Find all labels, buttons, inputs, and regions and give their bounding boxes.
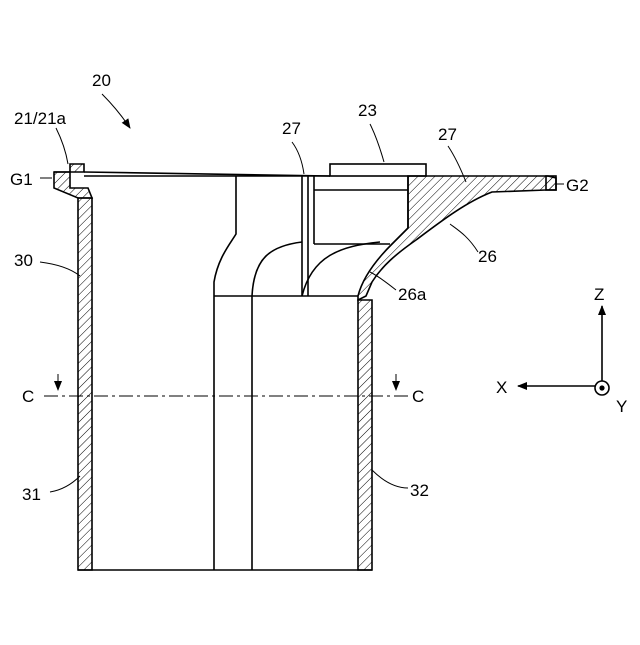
axis-label-z: Z	[594, 285, 604, 304]
label-21-21a: 21/21a	[14, 109, 67, 128]
label-26: 26	[478, 247, 497, 266]
label-31: 31	[22, 485, 41, 504]
label-27-right: 27	[438, 125, 457, 144]
axis-label-x: X	[496, 378, 507, 397]
label-section-c-left: C	[22, 387, 34, 406]
coordinate-axes: Z X Y	[496, 285, 627, 416]
axis-label-y: Y	[616, 397, 627, 416]
label-30: 30	[14, 251, 33, 270]
label-g1: G1	[10, 170, 33, 189]
top-plate	[54, 164, 426, 176]
label-g2: G2	[566, 176, 589, 195]
label-20: 20	[92, 71, 111, 90]
y-axis-dot-icon	[599, 385, 604, 390]
section-line-cc	[44, 374, 408, 396]
right-bracket	[358, 176, 556, 300]
label-section-c-right: C	[412, 387, 424, 406]
label-26a: 26a	[398, 285, 427, 304]
right-wall	[358, 300, 372, 570]
inner-channels	[214, 176, 408, 570]
label-27-left: 27	[282, 119, 301, 138]
left-wall	[54, 172, 92, 570]
reference-labels: 20 21/21a G1 G2 23 27 27 26 26a 30 31 32…	[10, 71, 589, 504]
label-23: 23	[358, 101, 377, 120]
label-32: 32	[410, 481, 429, 500]
